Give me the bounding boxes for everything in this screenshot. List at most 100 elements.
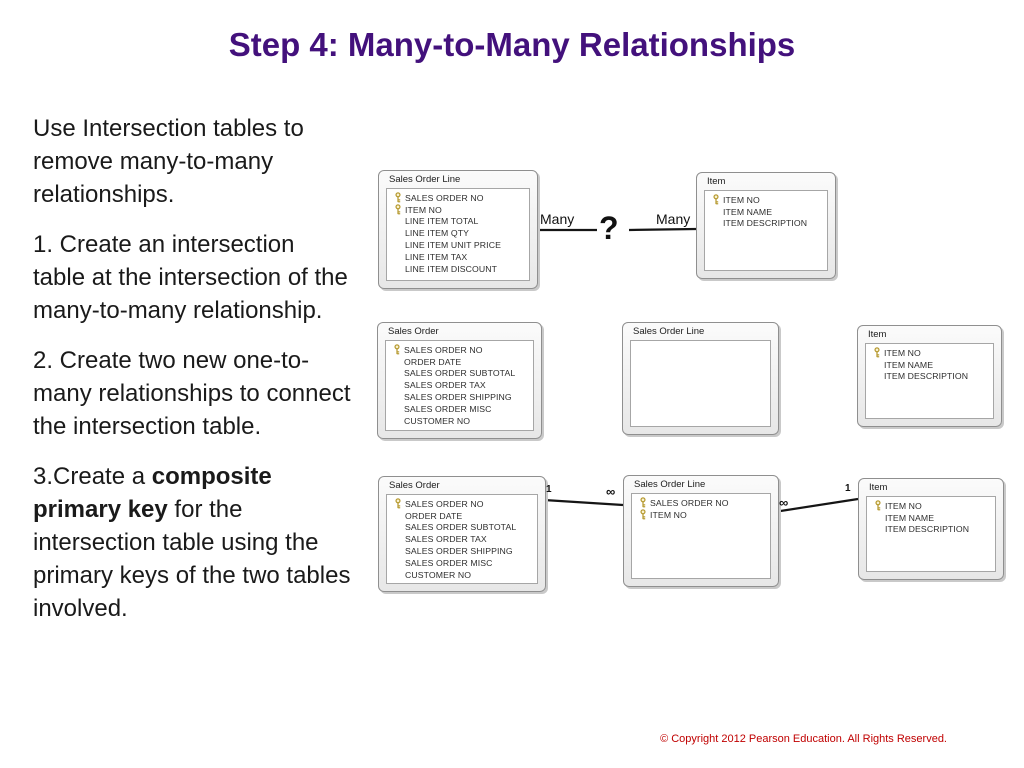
table-field-row: SALES ORDER SUBTOTAL — [389, 368, 533, 380]
cardinality-label-infinity-left: ∞ — [606, 484, 616, 499]
primary-key-icon-cell — [870, 500, 885, 511]
field-name: ITEM NO — [723, 194, 760, 205]
primary-key-icon-cell — [635, 497, 650, 508]
field-name: ITEM NO — [405, 204, 442, 215]
table-title: Sales Order — [388, 326, 439, 337]
table-field-row: SALES ORDER MISC — [389, 403, 533, 415]
field-name: ITEM NO — [650, 509, 687, 520]
unknown-relationship-question-mark: ? — [599, 210, 619, 246]
cardinality-label-many-right: Many — [656, 211, 691, 227]
table-title: Item — [707, 176, 726, 187]
paragraph-step3-prefix: 3.Create a — [33, 463, 152, 490]
table-field-row: ITEM NAME — [708, 206, 827, 218]
field-name: CUSTOMER NO — [405, 569, 472, 580]
table-field-row: SALES ORDER NO — [390, 498, 537, 510]
table-field-row: LINE ITEM TOTAL — [390, 216, 529, 228]
table-title: Item — [868, 329, 887, 340]
body-text-column: Use Intersection tables to remove many-t… — [33, 112, 351, 642]
field-name: LINE ITEM UNIT PRICE — [405, 240, 501, 251]
field-name: SALES ORDER TAX — [405, 534, 487, 545]
copyright-notice: © Copyright 2012 Pearson Education. All … — [660, 733, 947, 745]
paragraph-step1: 1. Create an intersection table at the i… — [33, 231, 348, 324]
field-name: SALES ORDER MISC — [404, 403, 492, 414]
field-name: CUSTOMER NO — [404, 415, 471, 426]
primary-key-icon-cell — [390, 204, 405, 215]
table-field-row: ORDER DATE — [389, 356, 533, 368]
table-field-row: ORDER DATE — [390, 510, 537, 522]
table-field-row: ITEM DESCRIPTION — [870, 524, 995, 536]
table-field-row: SALES ORDER MISC — [390, 557, 537, 569]
field-name: ITEM DESCRIPTION — [884, 371, 969, 382]
primary-key-icon — [639, 497, 646, 508]
field-name: SALES ORDER SUBTOTAL — [405, 522, 517, 533]
table-field-row: ITEM NO — [869, 347, 993, 359]
table-field-row: SALES ORDER SUBTOTAL — [390, 522, 537, 534]
field-name: SALES ORDER NO — [404, 344, 483, 355]
field-name: ITEM DESCRIPTION — [723, 218, 808, 229]
field-name: SALES ORDER SUBTOTAL — [404, 368, 516, 379]
cardinality-label-infinity-right: ∞ — [779, 495, 789, 510]
table-field-row: ITEM NO — [870, 500, 995, 512]
primary-key-icon-cell — [869, 347, 884, 358]
field-name: ITEM NAME — [723, 206, 773, 217]
table-field-row: CUSTOMER NO — [389, 415, 533, 427]
table-field-row: LINE ITEM TAX — [390, 251, 529, 263]
paragraph-step3-suffix: for the intersection table using the pri… — [33, 496, 351, 622]
table-field-row: LINE ITEM DISCOUNT — [390, 263, 529, 275]
field-name: SALES ORDER TAX — [404, 380, 486, 391]
field-name: SALES ORDER NO — [405, 192, 484, 203]
table-title: Sales Order Line — [633, 326, 705, 337]
table-field-row: ITEM DESCRIPTION — [869, 371, 993, 383]
table-field-row: SALES ORDER TAX — [389, 379, 533, 391]
table-field-row: ITEM NO — [635, 509, 770, 521]
table-field-row: LINE ITEM UNIT PRICE — [390, 239, 529, 251]
field-name: ORDER DATE — [404, 356, 462, 367]
paragraph-step3: 3.Create a composite primary key for the… — [33, 460, 351, 625]
table-field-row: ITEM NO — [708, 194, 827, 206]
field-name: ORDER DATE — [405, 510, 463, 521]
primary-key-icon-cell — [390, 498, 405, 509]
paragraph-intro: Use Intersection tables to remove many-t… — [33, 115, 304, 208]
table-field-row: ITEM DESCRIPTION — [708, 218, 827, 230]
table-field-row: ITEM NO — [390, 204, 529, 216]
table-field-row: SALES ORDER NO — [390, 192, 529, 204]
primary-key-icon-cell — [635, 509, 650, 520]
primary-key-icon — [394, 498, 401, 509]
primary-key-icon-cell — [708, 194, 723, 205]
table-title: Sales Order Line — [389, 174, 461, 185]
field-name: ITEM DESCRIPTION — [885, 524, 970, 535]
primary-key-icon — [874, 500, 881, 511]
field-name: LINE ITEM DISCOUNT — [405, 263, 498, 274]
table-title: Sales Order — [389, 480, 440, 491]
table-field-list — [630, 340, 771, 427]
primary-key-icon — [712, 194, 719, 205]
field-name: SALES ORDER NO — [405, 498, 484, 509]
table-field-row: SALES ORDER SHIPPING — [390, 545, 537, 557]
field-name: LINE ITEM TOTAL — [405, 216, 479, 227]
cardinality-label-one-left: 1 — [546, 484, 552, 495]
primary-key-icon — [394, 204, 401, 215]
field-name: LINE ITEM QTY — [405, 228, 470, 239]
field-name: ITEM NO — [885, 500, 922, 511]
primary-key-icon — [873, 347, 880, 358]
paragraph-step3-bold: composite primary key — [33, 463, 272, 523]
table-field-row: CUSTOMER NO — [390, 569, 537, 581]
cardinality-label-many-left: Many — [540, 211, 575, 227]
slide-title: Step 4: Many-to-Many Relationships — [228, 26, 796, 63]
table-title: Sales Order Line — [634, 479, 706, 490]
primary-key-icon — [639, 509, 646, 520]
